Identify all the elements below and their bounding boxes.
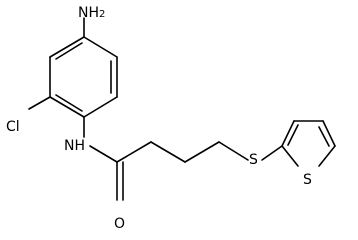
s-thiophene-bond <box>261 145 283 161</box>
thiophene-double-bond-2 <box>318 126 330 147</box>
chain-bond-4 <box>218 141 249 161</box>
thiophene-bond-4 <box>318 145 336 167</box>
amino-subscript: 2 <box>99 9 105 20</box>
ring-bond-4 <box>49 96 85 118</box>
thiophene-bond-3 <box>322 120 336 147</box>
chain-bond-3 <box>184 141 220 163</box>
ring-double-bond-2 <box>55 94 83 112</box>
carbonyl-oxygen-label: O <box>114 216 125 232</box>
thioether-sulfur-label: S <box>249 152 258 168</box>
chloro-label: Cl <box>6 119 20 135</box>
ring-bond-3 <box>83 96 118 118</box>
thiophene-bond-1 <box>281 120 295 147</box>
thiophene-bond-5 <box>281 145 299 167</box>
ring-bond-1 <box>83 36 118 58</box>
n-carbonyl-bond <box>89 145 118 163</box>
thiophene-ring <box>281 120 336 167</box>
ring-bond-6 <box>49 36 85 58</box>
amide-nh-label: NH <box>64 138 85 154</box>
thiophene-sulfur-label: S <box>303 172 312 188</box>
ring-double-bond-3 <box>55 42 83 60</box>
amino-label: NH <box>78 5 99 21</box>
thiophene-double-bond-1 <box>287 124 299 146</box>
benzene-ring <box>49 36 118 118</box>
chloro-bond <box>28 96 51 110</box>
chain-bond-1 <box>116 141 152 163</box>
chain-bond-2 <box>150 141 186 163</box>
